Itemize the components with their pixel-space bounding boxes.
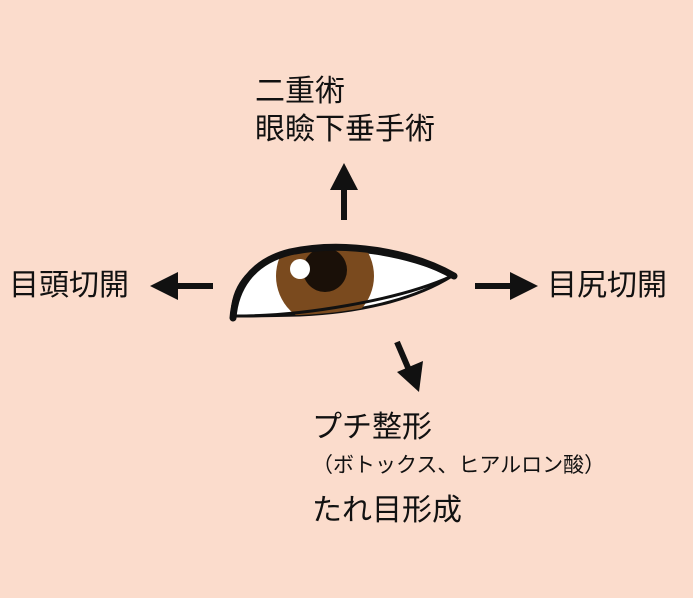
eye-upper-lid (229, 243, 458, 322)
label-left: 目頭切開 (9, 268, 129, 303)
label-right: 目尻切開 (547, 268, 667, 303)
label-down-line1: プチ整形 (312, 410, 432, 445)
eye-icon (229, 243, 458, 322)
eye-highlight (290, 259, 310, 279)
eye-lower-lid (231, 274, 453, 318)
eye-pupil (303, 249, 347, 292)
arrow-right-icon (475, 272, 538, 300)
label-down-note: （ボトックス、ヒアルロン酸） (312, 453, 606, 477)
label-down-line2: たれ目形成 (312, 493, 462, 528)
arrow-left-icon (150, 272, 213, 300)
arrow-up-icon (330, 163, 358, 220)
arrow-down-right-icon (394, 340, 423, 392)
label-up-line1: 二重術 (255, 74, 345, 109)
label-up-line2: 眼瞼下垂手術 (255, 112, 435, 147)
